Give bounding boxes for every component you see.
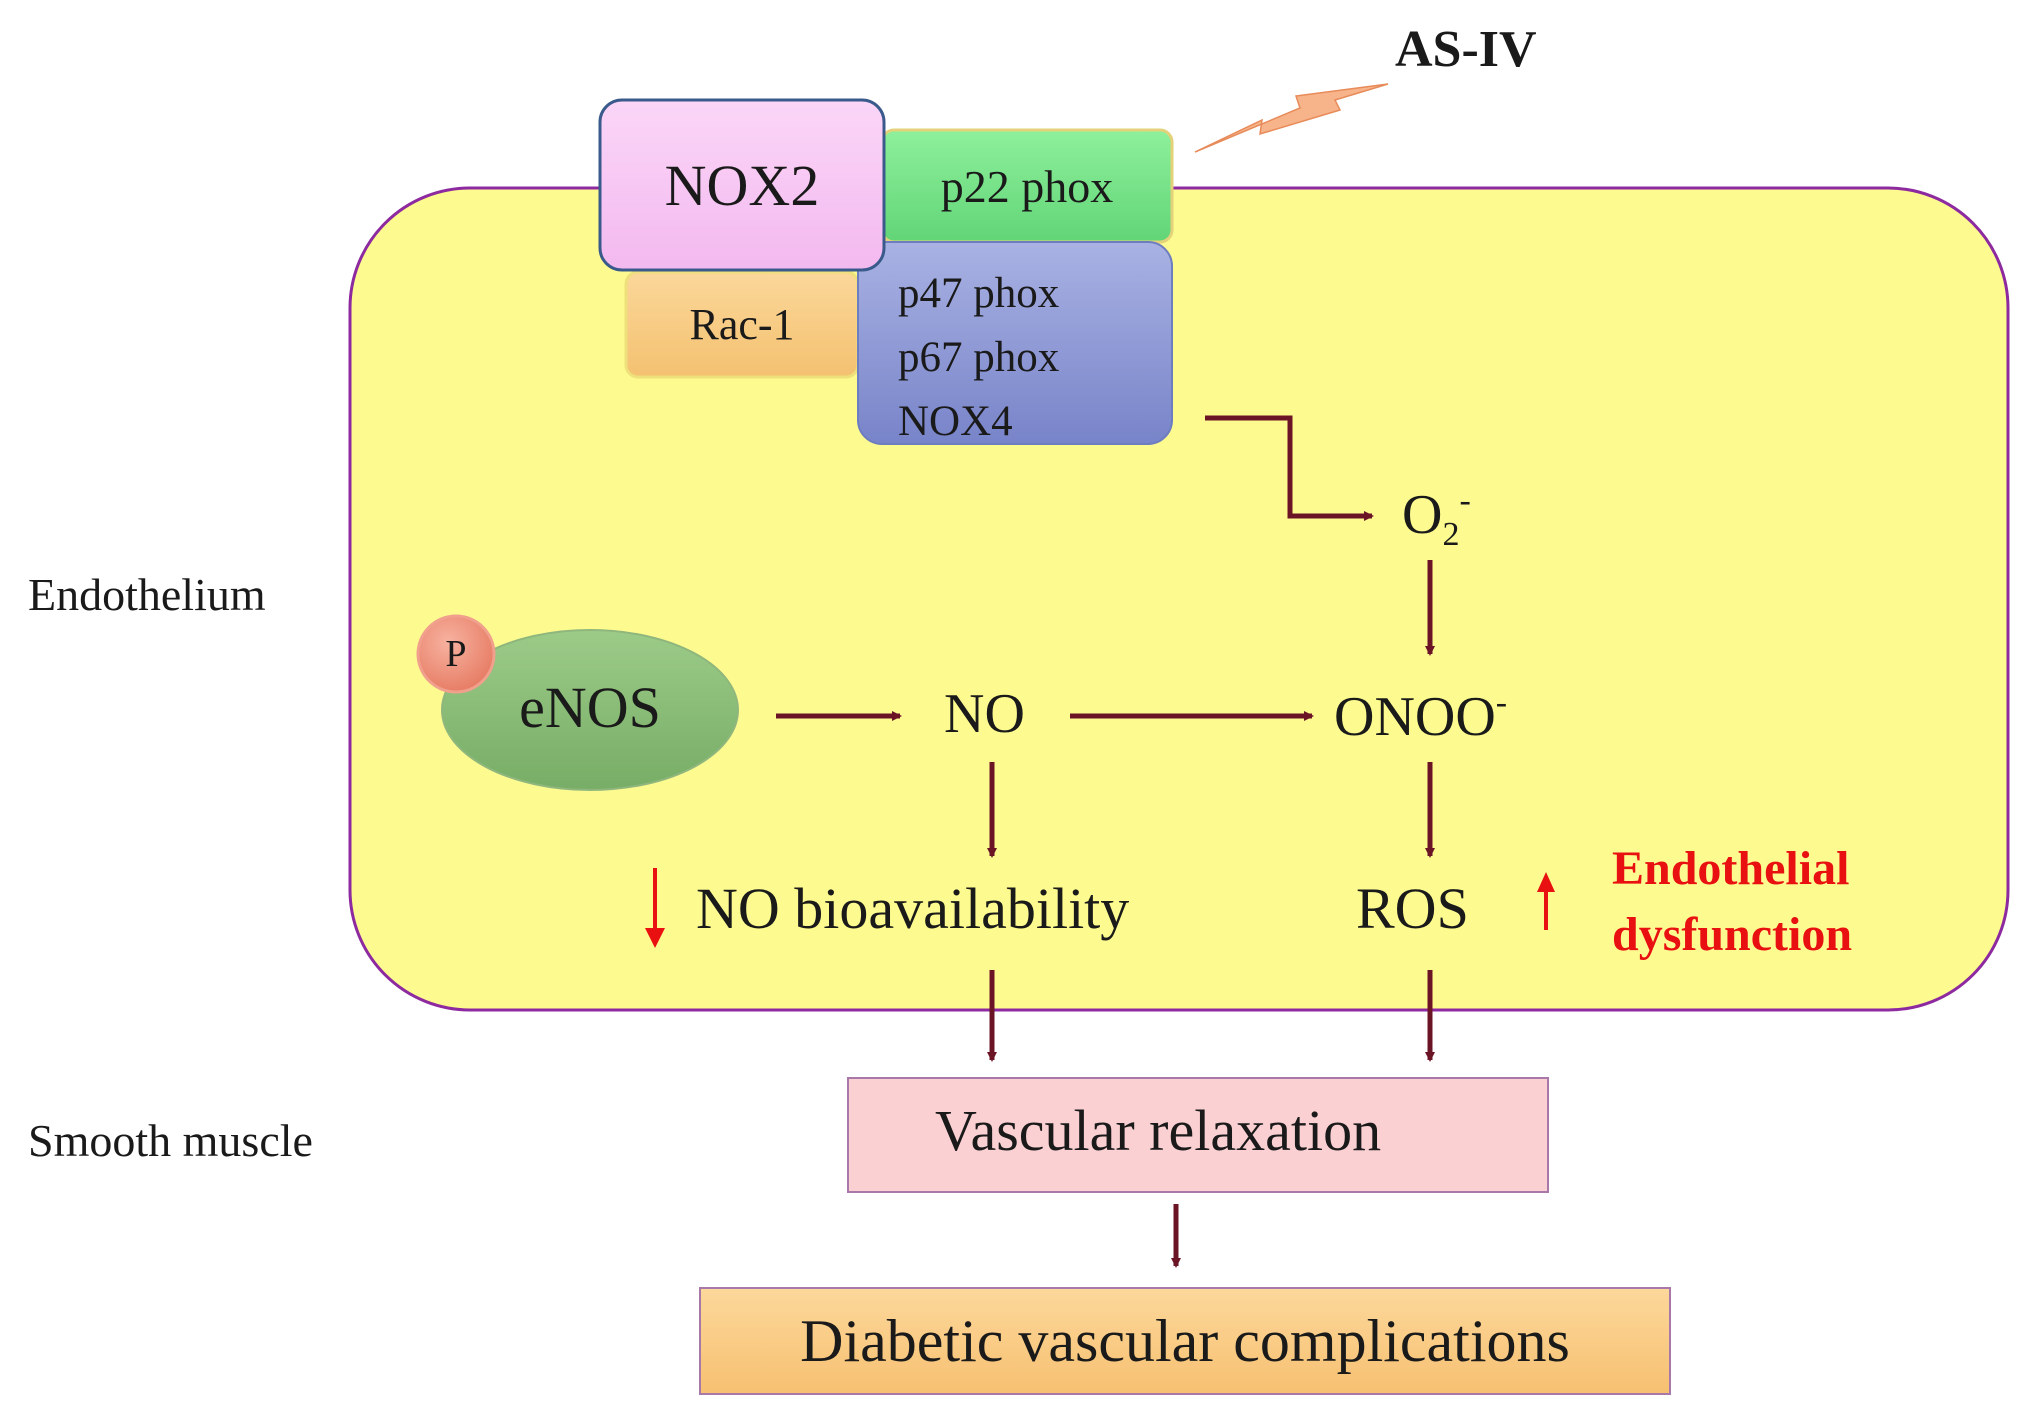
region-endothelium: Endothelium [28,569,266,620]
peroxynitrite-label: ONOO- [1334,684,1508,748]
drug-label: AS-IV [1395,21,1537,78]
p22-phox-label: p22 phox [940,160,1114,212]
rac1-label: Rac-1 [689,300,795,349]
ros-label: ROS [1356,876,1469,941]
endothelial-cell [348,186,2010,1012]
superoxide-sup: - [1459,482,1471,519]
up-arrowhead-dysfunction [1537,872,1555,892]
superoxide-label: O2- [1402,484,1471,552]
nox2-label: NOX2 [664,152,820,218]
region-smooth-muscle: Smooth muscle [28,1115,313,1166]
endothelial-dysfunction-label: Endothelial dysfunction [1612,836,1852,968]
superoxide-sub: 2 [1442,516,1460,553]
diabetic-complications-box [699,1287,1671,1395]
nox2-box [598,98,886,272]
endothelial-dysfunction-line2: dysfunction [1612,908,1853,961]
subunit-p67: p67 phox [898,334,1060,381]
enos-ellipse [441,629,739,791]
endothelial-dysfunction-line1: Endothelial [1612,842,1850,895]
vascular-relaxation-box [847,1077,1549,1193]
subunit-p47: p47 phox [898,270,1060,317]
vascular-relaxation-label: Vascular relaxation [935,1098,1382,1163]
down-arrowhead-bioavailability [645,928,665,948]
no-bioavailability-label: NO bioavailability [696,876,1130,941]
superoxide-base: O [1402,484,1443,546]
lightning-bolt-icon [1194,83,1389,153]
no-label: NO [944,683,1025,745]
phospho-circle [416,614,496,694]
subunit-box [857,241,1173,445]
enos-label: eNOS [519,674,661,740]
peroxynitrite-base: ONOO [1334,686,1496,748]
subunit-list: p47 phox p67 phox NOX4 [898,262,1059,454]
subunit-nox4: NOX4 [898,398,1013,445]
peroxynitrite-sup: - [1495,684,1508,721]
phospho-label: P [445,633,467,675]
diabetic-complications-label: Diabetic vascular complications [800,1307,1570,1374]
arrow-nox-to-superoxide [1205,415,1374,521]
